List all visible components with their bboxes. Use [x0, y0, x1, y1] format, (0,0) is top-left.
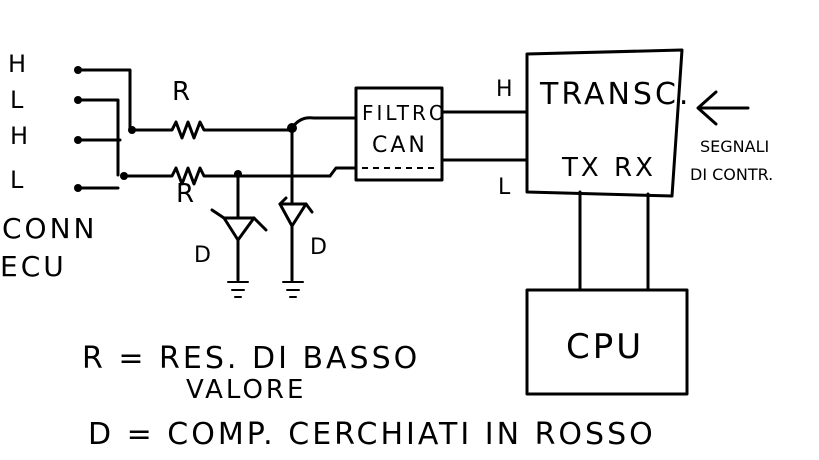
filter-label-line1: FILTRO [362, 101, 448, 125]
signals-label-line2: DI CONTR. [690, 165, 773, 184]
legend-r-line2: VALORE [186, 375, 306, 405]
can-filter-box [354, 86, 444, 182]
connector-label-line2: ECU [0, 250, 67, 283]
control-signals-arrow [696, 90, 750, 126]
legend-r-line1: R = RES. DI BASSO [82, 341, 420, 376]
resistor-h [130, 120, 294, 140]
resistor-label-bottom: R [176, 179, 194, 209]
diode-1 [210, 172, 268, 298]
pin-label-2: L [10, 86, 24, 114]
diode-label-2: D [310, 235, 327, 260]
connector-pins [74, 66, 136, 192]
bus-label-l: L [498, 175, 511, 200]
pin-label-1: H [8, 50, 26, 78]
wire-l-to-filter [328, 166, 358, 178]
filter-label-line2: CAN [372, 133, 428, 158]
cpu-box [525, 288, 689, 396]
wire-h-to-filter [290, 116, 358, 130]
resistor-l [122, 166, 332, 186]
signals-label-line1: SEGNALI [700, 137, 769, 156]
diode-2 [278, 126, 314, 298]
transceiver-box [525, 48, 684, 198]
transceiver-rx: RX [614, 153, 656, 183]
transceiver-tx: TX [561, 153, 602, 183]
resistor-label-top: R [172, 77, 190, 107]
legend-d-line: D = COMP. CERCHIATI IN ROSSO [88, 417, 656, 452]
pin-label-3: H [10, 122, 28, 150]
pin-label-4: L [10, 166, 24, 194]
transceiver-title: TRANSC. [539, 77, 691, 112]
diode-label-1: D [194, 243, 211, 268]
connector-label-line1: CONN [2, 212, 97, 245]
bus-label-h: H [496, 77, 513, 102]
cpu-label: CPU [566, 327, 644, 367]
